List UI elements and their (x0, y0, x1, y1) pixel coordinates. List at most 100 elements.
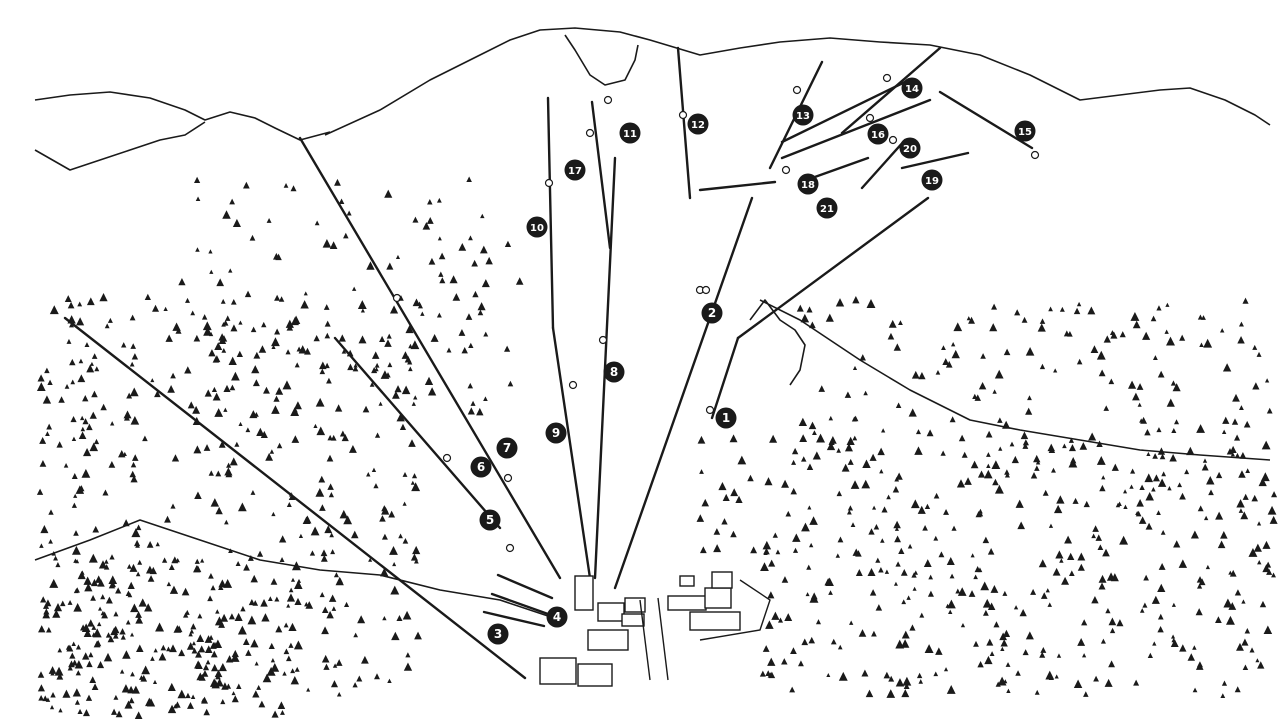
tree (271, 511, 276, 517)
tree (269, 449, 275, 454)
tree (237, 625, 247, 635)
tree (970, 460, 979, 469)
tree (878, 567, 884, 573)
tree (129, 387, 139, 397)
tree (236, 683, 242, 689)
tree (933, 535, 939, 541)
tree (231, 691, 236, 696)
tree (214, 616, 224, 626)
tree (324, 320, 331, 327)
tree (483, 396, 488, 401)
tree (916, 672, 923, 679)
tree (80, 415, 85, 421)
tree (283, 648, 290, 655)
tree (1197, 314, 1203, 320)
tree (37, 684, 45, 692)
tree (211, 386, 217, 392)
tree (893, 581, 898, 586)
tree (1139, 608, 1145, 613)
tree (125, 590, 132, 596)
tree (282, 380, 292, 390)
tree (285, 655, 292, 662)
tree (175, 557, 180, 563)
tree (326, 454, 334, 462)
tree (53, 555, 59, 561)
tree (1252, 344, 1258, 350)
trail-marker-label: 2 (708, 306, 716, 320)
trail-marker-label: 17 (568, 166, 582, 177)
tree (410, 340, 420, 350)
tree (225, 315, 231, 321)
tree (859, 354, 866, 361)
tree (808, 636, 816, 644)
tree (170, 503, 176, 509)
tree (290, 675, 299, 685)
tree (1076, 358, 1083, 365)
tree (319, 592, 325, 598)
tree (200, 558, 205, 563)
tree (320, 549, 328, 557)
tree (1242, 297, 1249, 304)
tree (989, 651, 995, 656)
tree (93, 438, 100, 445)
trail-marker-disc (715, 407, 737, 429)
tree (895, 561, 901, 567)
tree (378, 401, 383, 406)
tree (392, 562, 397, 567)
tree (1022, 443, 1029, 449)
tree (892, 486, 900, 493)
tree (855, 569, 863, 576)
tree (900, 639, 910, 648)
tree (1002, 590, 1008, 596)
tree (1045, 670, 1055, 680)
tree (130, 603, 139, 613)
tree (1068, 458, 1078, 468)
tree (747, 474, 754, 482)
tree (271, 405, 280, 414)
tree (800, 313, 810, 323)
tree (1151, 595, 1160, 604)
tree (127, 581, 135, 589)
tree (170, 372, 176, 379)
lift-line (780, 80, 907, 144)
tree (699, 469, 704, 474)
tree (77, 301, 83, 307)
tree (1267, 505, 1277, 515)
tree (100, 403, 107, 411)
tree (141, 665, 151, 675)
tree (958, 434, 966, 442)
tree (201, 669, 209, 677)
building (624, 597, 646, 613)
tree (126, 392, 133, 399)
tree (1253, 543, 1262, 552)
tree (884, 569, 890, 574)
tree (986, 638, 994, 646)
tree (1203, 338, 1213, 348)
tree (894, 476, 900, 482)
tree (140, 674, 148, 682)
tree (300, 300, 309, 309)
tree (70, 415, 77, 423)
tree (203, 444, 211, 451)
tree (65, 644, 71, 650)
tree (1132, 392, 1140, 401)
tree (1040, 646, 1047, 653)
tree (869, 453, 877, 461)
tree (67, 315, 76, 324)
tree (346, 210, 352, 216)
tree (1144, 473, 1154, 483)
lift-line (860, 138, 907, 190)
tree (922, 525, 928, 531)
tree (1166, 398, 1175, 407)
tree (392, 390, 400, 399)
tree (271, 337, 280, 347)
tree (504, 345, 511, 352)
tree (169, 585, 179, 594)
tree (336, 691, 342, 697)
trail-marker-disc (901, 77, 923, 99)
tree (167, 385, 175, 393)
tree (374, 362, 380, 368)
tree (926, 429, 934, 437)
lift-station (603, 95, 613, 105)
